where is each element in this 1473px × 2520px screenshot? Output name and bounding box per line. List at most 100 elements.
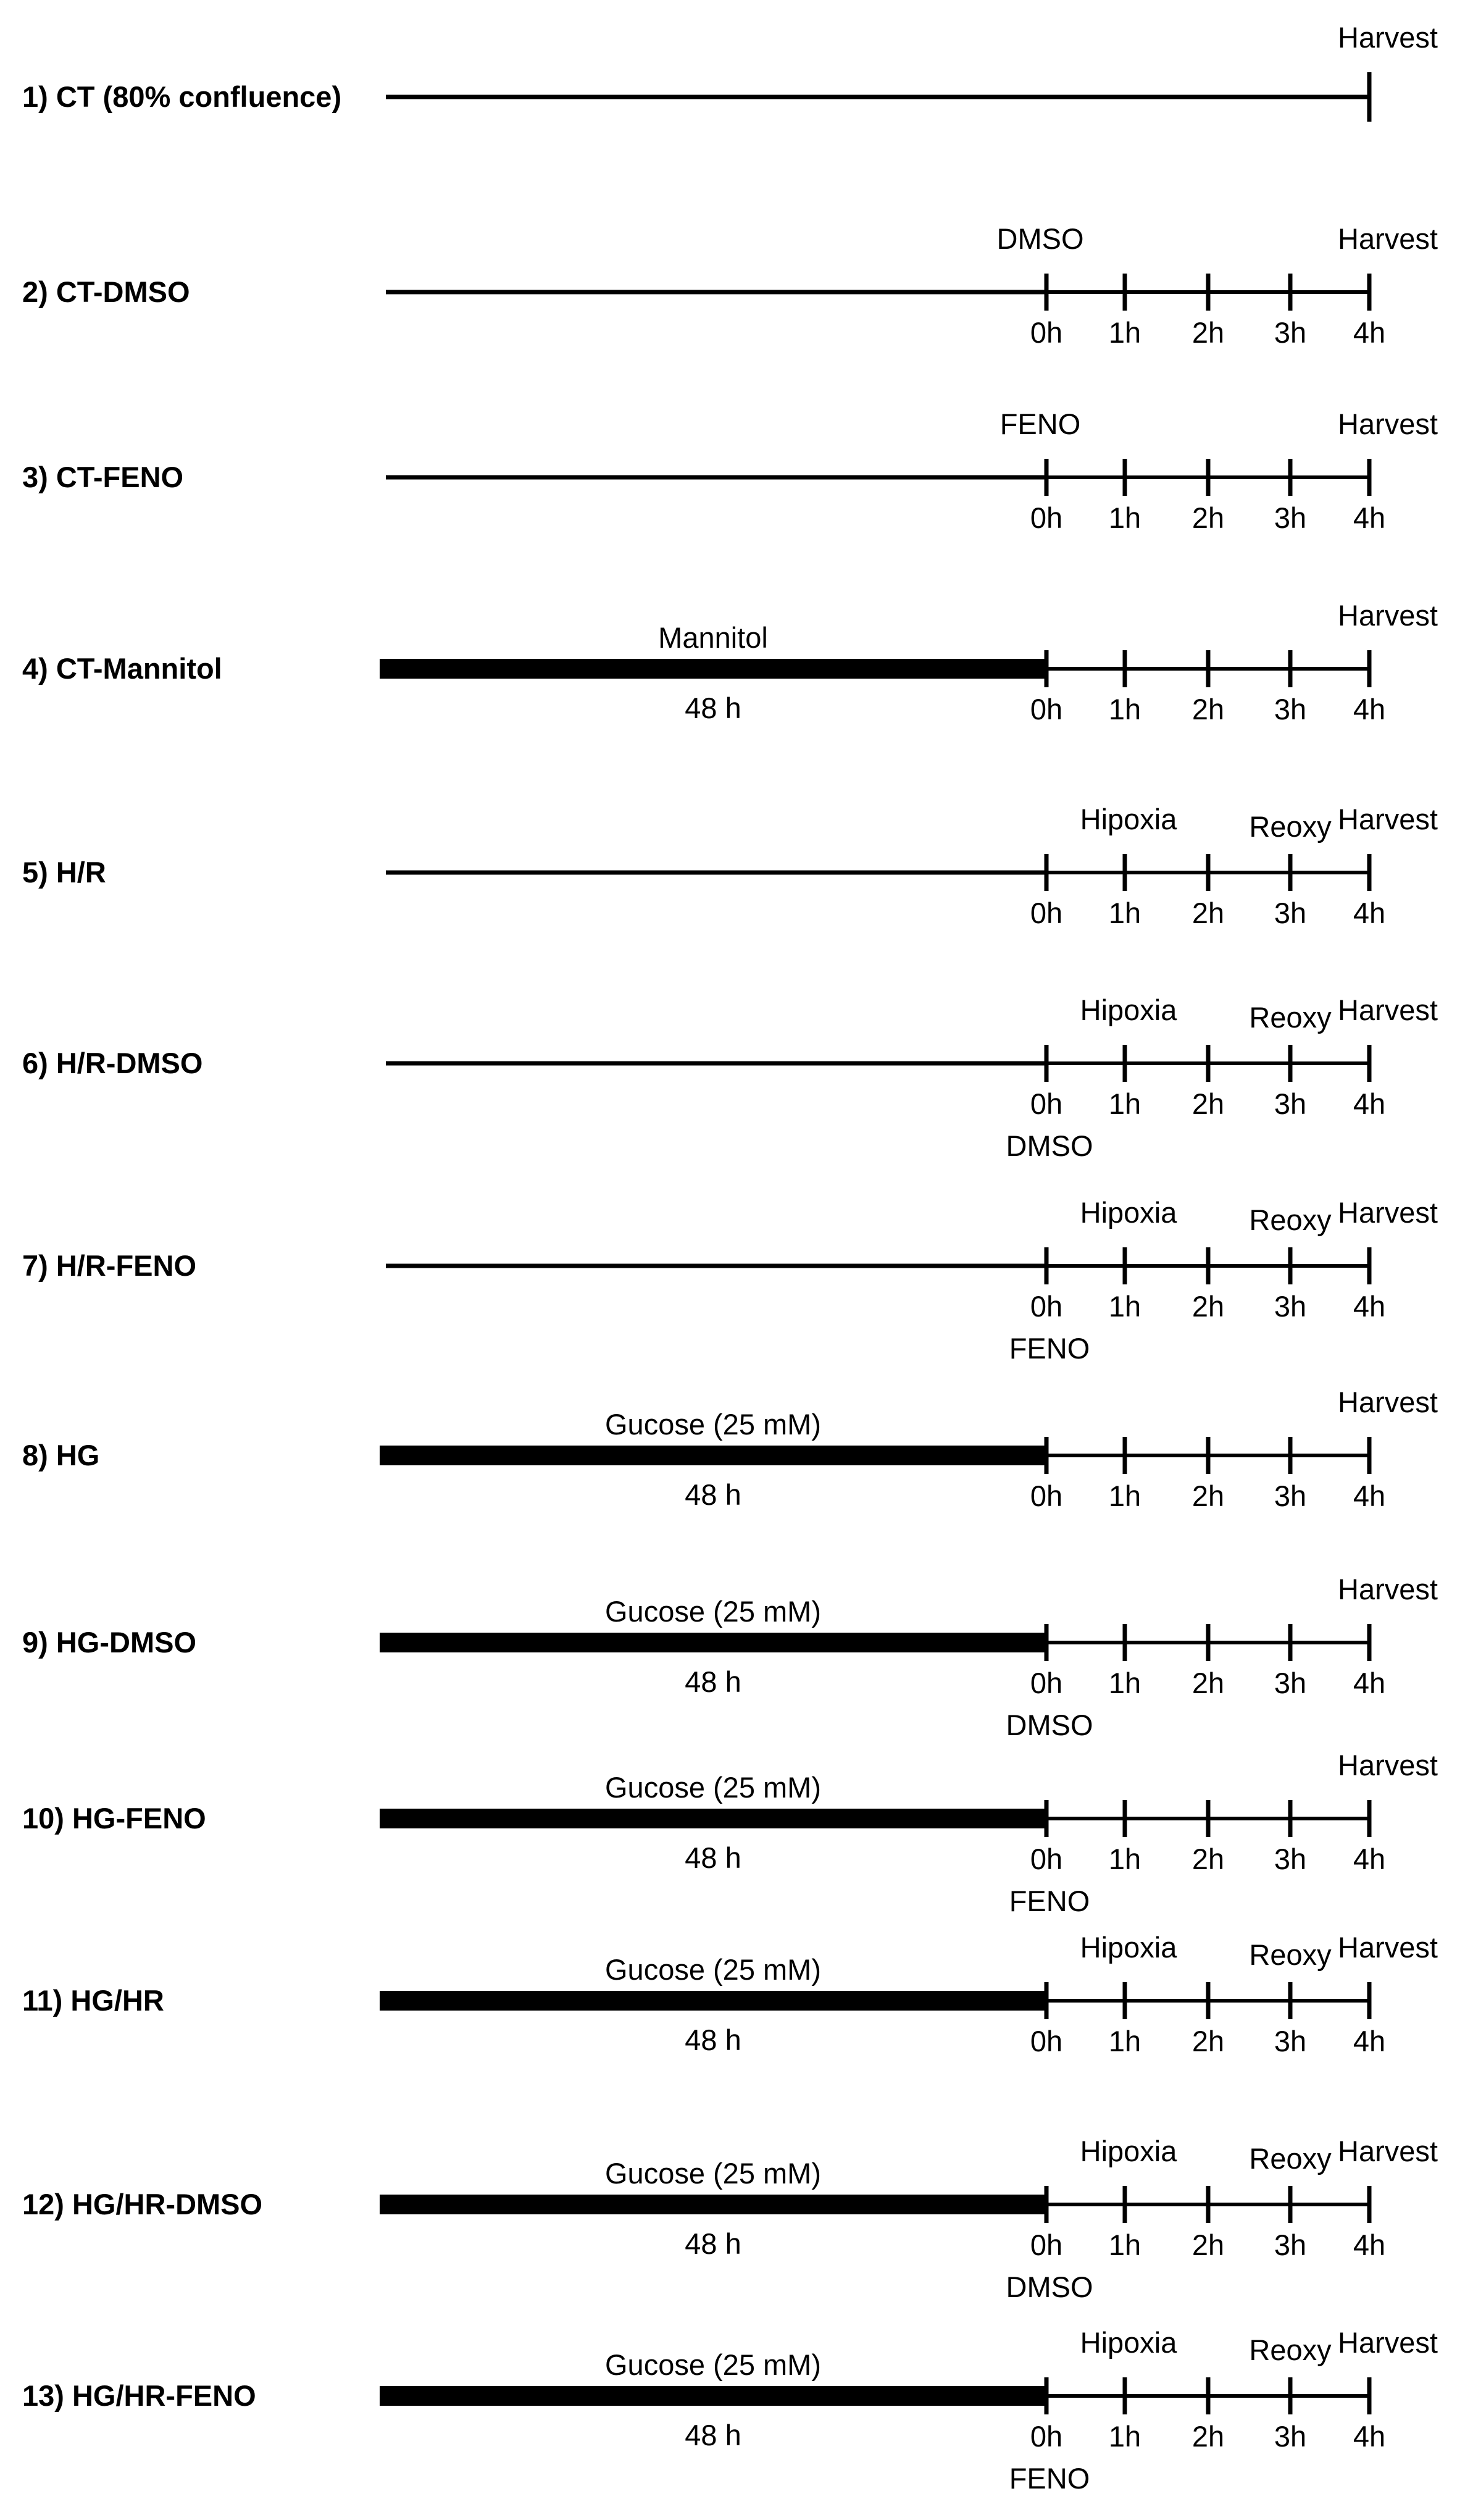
treatment-label: FENO [1009, 1332, 1090, 1365]
hour-tick-label: 2h [1192, 1087, 1224, 1120]
hour-tick-label: 0h [1030, 1843, 1062, 1875]
harvest-label: Harvest [1338, 21, 1438, 54]
hour-tick-label: 1h [1109, 1667, 1141, 1699]
hour-tick-label: 3h [1274, 2229, 1306, 2261]
group-label: 2) CT-DMSO [22, 275, 190, 308]
hour-tick-label: 2h [1192, 693, 1224, 726]
pretreatment-label: Gucose (25 mM) [605, 1595, 821, 1628]
hypoxia-label: Hipoxia [1080, 994, 1178, 1026]
hour-tick-label: 2h [1192, 1843, 1224, 1875]
pretreatment-bar [380, 1991, 1046, 2011]
group-label: 10) HG-FENO [22, 1802, 206, 1835]
pretreatment-bar [380, 659, 1046, 679]
group-label: 1) CT (80% confluence) [22, 80, 341, 113]
hour-tick-label: 2h [1192, 316, 1224, 349]
hypoxia-label: Hipoxia [1080, 2326, 1178, 2359]
group-label: 9) HG-DMSO [22, 1626, 196, 1659]
hypoxia-label: Hipoxia [1080, 1931, 1178, 1964]
hour-tick-label: 1h [1109, 2025, 1141, 2057]
pretreatment-label: Gucose (25 mM) [605, 1953, 821, 1986]
group-label: 7) H/R-FENO [22, 1249, 196, 1282]
hour-tick-label: 0h [1030, 1667, 1062, 1699]
hour-tick-label: 3h [1274, 1843, 1306, 1875]
hour-tick-label: 0h [1030, 2229, 1062, 2261]
harvest-label: Harvest [1338, 1931, 1438, 1964]
harvest-label: Harvest [1338, 1386, 1438, 1418]
hour-tick-label: 4h [1353, 501, 1385, 534]
hour-tick-label: 4h [1353, 2420, 1385, 2453]
hour-tick-label: 1h [1109, 316, 1141, 349]
hour-tick-label: 3h [1274, 1087, 1306, 1120]
harvest-label: Harvest [1338, 1573, 1438, 1605]
group-label: 5) H/R [22, 856, 106, 889]
hour-tick-label: 1h [1109, 501, 1141, 534]
hour-tick-label: 1h [1109, 1087, 1141, 1120]
hour-tick-label: 0h [1030, 1480, 1062, 1512]
pretreatment-duration: 48 h [685, 1841, 741, 1874]
pretreatment-duration: 48 h [685, 1478, 741, 1511]
hour-tick-label: 3h [1274, 501, 1306, 534]
treatment-label: FENO [1009, 2462, 1090, 2495]
harvest-label: Harvest [1338, 994, 1438, 1026]
hour-tick-label: 4h [1353, 1087, 1385, 1120]
hour-tick-label: 0h [1030, 501, 1062, 534]
treatment-label: DMSO [1006, 1709, 1093, 1741]
group-label: 8) HG [22, 1439, 99, 1471]
hour-tick-label: 3h [1274, 2420, 1306, 2453]
hour-tick-label: 4h [1353, 2229, 1385, 2261]
harvest-label: Harvest [1338, 222, 1438, 255]
treatment-label: FENO [1000, 408, 1081, 440]
reoxy-label: Reoxy [1249, 2334, 1332, 2366]
treatment-label: FENO [1009, 1885, 1090, 1917]
reoxy-label: Reoxy [1249, 1203, 1332, 1236]
harvest-label: Harvest [1338, 408, 1438, 440]
hour-tick-label: 1h [1109, 1290, 1141, 1323]
hour-tick-label: 2h [1192, 1480, 1224, 1512]
hour-tick-label: 1h [1109, 2420, 1141, 2453]
pretreatment-duration: 48 h [685, 692, 741, 724]
group-label: 4) CT-Mannitol [22, 652, 222, 685]
harvest-label: Harvest [1338, 803, 1438, 835]
hour-tick-label: 4h [1353, 897, 1385, 929]
pretreatment-bar [380, 1633, 1046, 1652]
pretreatment-label: Gucose (25 mM) [605, 1408, 821, 1441]
group-label: 13) HG/HR-FENO [22, 2379, 256, 2412]
pretreatment-label: Gucose (25 mM) [605, 2157, 821, 2190]
treatment-label: DMSO [1006, 2271, 1093, 2303]
group-label: 6) H/R-DMSO [22, 1047, 202, 1079]
hour-tick-label: 3h [1274, 693, 1306, 726]
pretreatment-bar [380, 2386, 1046, 2406]
hour-tick-label: 3h [1274, 2025, 1306, 2057]
hour-tick-label: 3h [1274, 1667, 1306, 1699]
pretreatment-duration: 48 h [685, 2419, 741, 2451]
hour-tick-label: 4h [1353, 1667, 1385, 1699]
hour-tick-label: 1h [1109, 2229, 1141, 2261]
pretreatment-bar [380, 2195, 1046, 2214]
hour-tick-label: 0h [1030, 1290, 1062, 1323]
pretreatment-label: Gucose (25 mM) [605, 2348, 821, 2381]
pretreatment-bar [380, 1809, 1046, 1828]
hour-tick-label: 3h [1274, 1290, 1306, 1323]
hour-tick-label: 0h [1030, 693, 1062, 726]
hour-tick-label: 3h [1274, 897, 1306, 929]
group-label: 12) HG/HR-DMSO [22, 2188, 262, 2221]
hour-tick-label: 2h [1192, 897, 1224, 929]
pretreatment-duration: 48 h [685, 2227, 741, 2260]
harvest-label: Harvest [1338, 1196, 1438, 1229]
hour-tick-label: 1h [1109, 1843, 1141, 1875]
pretreatment-bar [380, 1446, 1046, 1465]
reoxy-label: Reoxy [1249, 1938, 1332, 1971]
pretreatment-duration: 48 h [685, 1665, 741, 1698]
hour-tick-label: 4h [1353, 1480, 1385, 1512]
reoxy-label: Reoxy [1249, 810, 1332, 843]
pretreatment-duration: 48 h [685, 2024, 741, 2056]
hour-tick-label: 1h [1109, 693, 1141, 726]
hour-tick-label: 3h [1274, 1480, 1306, 1512]
hour-tick-label: 4h [1353, 693, 1385, 726]
hour-tick-label: 4h [1353, 316, 1385, 349]
hour-tick-label: 0h [1030, 2025, 1062, 2057]
group-label: 3) CT-FENO [22, 461, 183, 493]
hour-tick-label: 2h [1192, 1290, 1224, 1323]
hour-tick-label: 2h [1192, 2025, 1224, 2057]
